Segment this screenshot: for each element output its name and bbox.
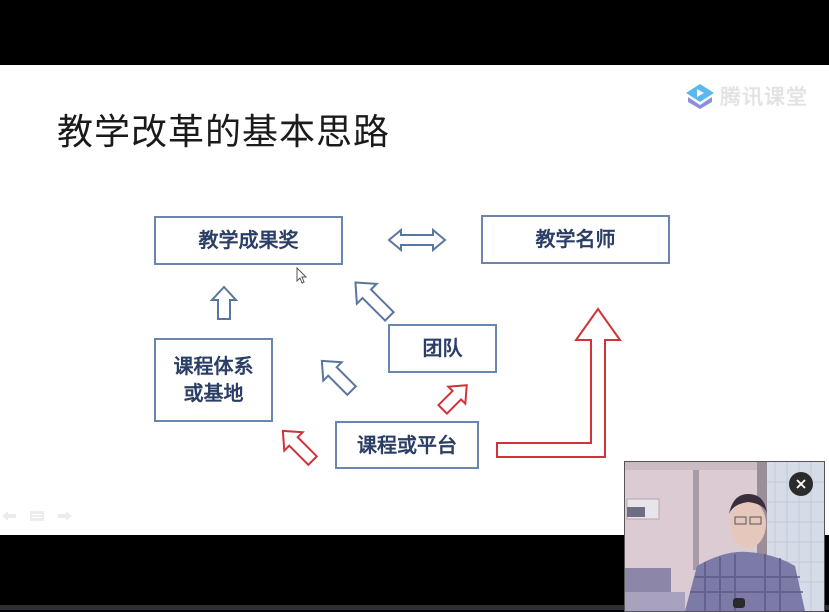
box-course-platform: 课程或平台 xyxy=(335,421,479,469)
box-label: 课程或平台 xyxy=(357,432,457,457)
previous-slide-icon xyxy=(2,511,16,521)
next-slide-button[interactable] xyxy=(56,509,74,523)
next-slide-icon xyxy=(58,511,72,521)
box-label: 教学成果奖 xyxy=(198,228,299,252)
box-curriculum-system: 课程体系 或基地 xyxy=(154,338,273,422)
mouse-cursor-icon xyxy=(296,267,308,284)
slide-menu-icon xyxy=(30,511,44,521)
slide-navigation xyxy=(0,509,74,523)
double-arrow-icon xyxy=(387,227,447,253)
box-famous-teacher: 教学名师 xyxy=(481,215,670,264)
status-strip xyxy=(0,605,829,610)
top-black-bar xyxy=(0,0,829,65)
box-label-line2: 或基地 xyxy=(183,381,244,405)
diagonal-arrow-icon xyxy=(437,384,468,415)
box-team: 团队 xyxy=(388,324,497,373)
brand-name: 腾讯课堂 xyxy=(720,85,808,109)
box-teaching-award: 教学成果奖 xyxy=(154,216,343,265)
diagonal-arrow-icon xyxy=(354,281,396,323)
webcam-image xyxy=(625,462,824,611)
webcam-video-feed[interactable] xyxy=(624,461,825,612)
presentation-slide: 教学改革的基本思路 腾讯课堂 教学成果奖 xyxy=(0,65,829,535)
box-label: 团队 xyxy=(422,336,463,360)
box-label: 教学名师 xyxy=(535,227,616,251)
box-label-line1: 课程体系 xyxy=(173,354,254,378)
slide-title: 教学改革的基本思路 xyxy=(57,112,391,153)
tencent-classroom-logo-icon xyxy=(686,84,714,109)
slide-menu-button[interactable] xyxy=(28,509,46,523)
close-icon xyxy=(796,479,806,489)
diagonal-arrow-icon xyxy=(281,429,319,467)
previous-slide-button[interactable] xyxy=(0,509,18,523)
diagram-arrows xyxy=(209,227,622,467)
brand-watermark: 腾讯课堂 xyxy=(684,81,808,111)
diagonal-arrow-icon xyxy=(320,359,358,397)
close-video-button[interactable] xyxy=(789,472,813,496)
up-arrow-icon xyxy=(209,285,239,320)
bent-up-arrow-icon xyxy=(496,307,622,458)
